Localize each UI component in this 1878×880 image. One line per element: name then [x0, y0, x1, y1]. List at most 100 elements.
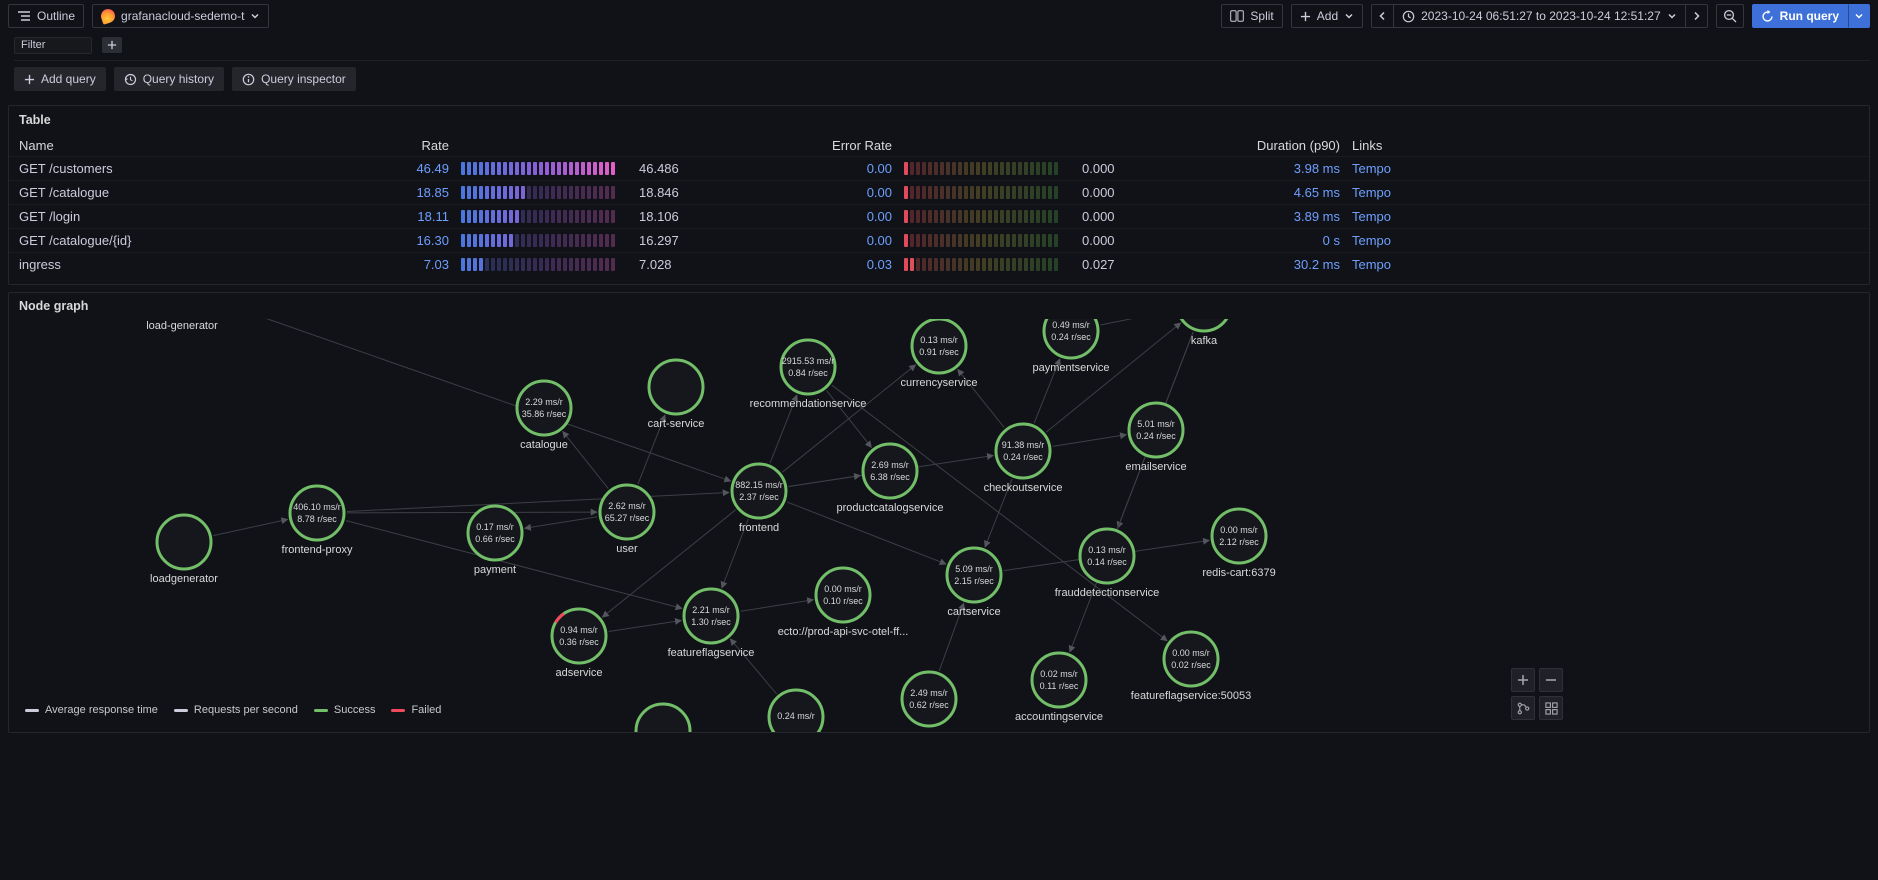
- error-rate-value: 0.00: [866, 185, 892, 200]
- graph-node[interactable]: 5.01 ms/r 0.24 r/sec emailservice: [1125, 403, 1186, 473]
- split-button[interactable]: Split: [1221, 4, 1283, 28]
- query-inspector-button[interactable]: Query inspector: [232, 67, 356, 91]
- rate-secondary-value: 7.028: [639, 257, 672, 272]
- chevron-down-icon: [1345, 13, 1353, 19]
- graph-zoom-in-button[interactable]: [1511, 668, 1535, 692]
- tempo-link[interactable]: Tempo: [1352, 161, 1392, 176]
- run-query-dropdown-button[interactable]: [1848, 4, 1870, 28]
- table-panel: Table Name Rate Error Rate Duration (p90…: [8, 105, 1870, 285]
- tempo-link[interactable]: Tempo: [1352, 257, 1392, 272]
- graph-node[interactable]: 2.62 ms/r 65.27 r/sec user: [600, 485, 654, 555]
- time-picker-group: 2023-10-24 06:51:27 to 2023-10-24 12:51:…: [1371, 4, 1708, 28]
- node-label: cartservice: [947, 606, 1001, 618]
- zoom-in-icon: [1518, 675, 1528, 685]
- node-graph-panel-header[interactable]: Node graph: [9, 293, 1869, 319]
- node-request-rate: 0.84 r/sec: [788, 367, 828, 378]
- time-shift-back-button[interactable]: [1371, 4, 1395, 28]
- graph-node[interactable]: 0.94 ms/r 0.36 r/sec adservice: [552, 609, 606, 679]
- graph-node[interactable]: cart-service: [648, 360, 705, 430]
- node-label: kafka: [1190, 335, 1218, 347]
- node-stats: 91.38 ms/r 0.24 r/sec: [996, 424, 1050, 478]
- node-request-rate: 35.86 r/sec: [521, 408, 567, 419]
- error-rate-value: 0.00: [866, 233, 892, 248]
- node-request-rate: 6.38 r/sec: [870, 471, 910, 482]
- node-request-rate: 0.91 r/sec: [919, 346, 959, 357]
- time-range-picker[interactable]: 2023-10-24 06:51:27 to 2023-10-24 12:51:…: [1393, 4, 1686, 28]
- graph-node[interactable]: [636, 704, 690, 732]
- legend-item[interactable]: Failed: [391, 704, 441, 716]
- query-actions: Add query Query history Query inspector: [14, 67, 1870, 91]
- graph-node[interactable]: 0.00 ms/r 0.10 r/sec ecto://prod-api-svc…: [778, 568, 909, 638]
- col-header-error-rate[interactable]: Error Rate: [832, 137, 892, 153]
- rate-gauge: [455, 210, 633, 223]
- legend-item[interactable]: Success: [313, 704, 375, 716]
- col-header-duration[interactable]: Duration (p90): [1256, 137, 1340, 153]
- split-icon: [1230, 10, 1245, 22]
- graph-node[interactable]: 2.21 ms/r 1.30 r/sec featureflagservice: [668, 589, 755, 659]
- legend-item[interactable]: Average response time: [25, 704, 158, 716]
- grid-layout-button[interactable]: [1539, 696, 1563, 720]
- table-panel-title: Table: [19, 113, 51, 127]
- graph-node[interactable]: 0.49 ms/r 0.24 r/sec paymentservice: [1032, 319, 1109, 374]
- add-query-button[interactable]: Add query: [14, 67, 106, 91]
- add-button[interactable]: Add: [1290, 4, 1364, 28]
- graph-node[interactable]: 0.13 ms/r 0.14 r/sec frauddetectionservi…: [1055, 529, 1160, 599]
- graph-node[interactable]: 406.10 ms/r 8.78 r/sec frontend-proxy: [282, 486, 353, 556]
- graph-layout-button[interactable]: [1511, 696, 1535, 720]
- add-filter-button[interactable]: [102, 37, 122, 53]
- legend-item[interactable]: Requests per second: [173, 704, 298, 716]
- node-request-rate: 0.11 r/sec: [1039, 680, 1079, 691]
- graph-node[interactable]: 2.49 ms/r 0.62 r/sec: [902, 672, 956, 726]
- graph-node[interactable]: 0.00 ms/r 0.02 r/sec featureflagservice:…: [1131, 632, 1251, 702]
- graph-node[interactable]: kafka: [1177, 319, 1231, 347]
- error-rate-value: 0.03: [866, 257, 892, 272]
- datasource-picker[interactable]: grafanacloud-sedemo-t: [92, 4, 270, 28]
- col-header-rate[interactable]: Rate: [421, 137, 449, 153]
- graph-canvas[interactable]: Average response time Requests per secon…: [9, 319, 1869, 732]
- table-panel-header[interactable]: Table: [9, 106, 1869, 134]
- node-avg-response: 882.15 ms/r: [735, 480, 783, 491]
- graph-node[interactable]: 0.02 ms/r 0.11 r/sec accountingservice: [1015, 653, 1103, 723]
- graph-node[interactable]: 0.13 ms/r 0.91 r/sec currencyservice: [900, 319, 977, 389]
- node-stats: 2.69 ms/r 6.38 r/sec: [863, 444, 917, 498]
- tempo-link[interactable]: Tempo: [1352, 233, 1392, 248]
- time-shift-forward-button[interactable]: [1684, 4, 1708, 28]
- node-avg-response: 406.10 ms/r: [293, 502, 341, 513]
- node-avg-response: 0.94 ms/r: [560, 625, 598, 636]
- graph-node[interactable]: 0.00 ms/r 2.12 r/sec redis-cart:6379: [1202, 509, 1275, 579]
- node-label: user: [616, 543, 638, 555]
- history-icon: [124, 73, 136, 85]
- graph-node[interactable]: loadgenerator: [150, 515, 218, 585]
- node-request-rate: 1.30 r/sec: [691, 616, 731, 627]
- node-label: frontend-proxy: [281, 544, 353, 556]
- node-request-rate: 0.24 r/sec: [1003, 451, 1043, 462]
- graph-zoom-out-button[interactable]: [1539, 668, 1563, 692]
- graph-node[interactable]: 5.09 ms/r 2.15 r/sec cartservice: [947, 548, 1001, 618]
- graph-node[interactable]: 0.24 ms/r: [769, 690, 823, 732]
- graph-node[interactable]: 0.17 ms/r 0.66 r/sec payment: [468, 506, 522, 576]
- node-avg-response: 0.24 ms/r: [777, 711, 815, 722]
- chevron-down-icon: [251, 13, 259, 19]
- tempo-link[interactable]: Tempo: [1352, 185, 1392, 200]
- filter-row: Filter: [14, 36, 1870, 54]
- col-header-name[interactable]: Name: [19, 137, 54, 153]
- graph-node[interactable]: 2.29 ms/r 35.86 r/sec catalogue: [517, 381, 571, 451]
- filter-label: Filter: [21, 39, 46, 51]
- graph-node[interactable]: 2.69 ms/r 6.38 r/sec productcatalogservi…: [836, 444, 943, 514]
- node-avg-response: 2.29 ms/r: [525, 397, 563, 408]
- filter-field[interactable]: Filter: [14, 36, 92, 54]
- rate-gauge: [455, 234, 633, 247]
- query-history-button[interactable]: Query history: [113, 67, 225, 91]
- chevron-down-icon: [1668, 13, 1676, 19]
- node-graph-panel-title: Node graph: [19, 299, 89, 313]
- error-secondary-value: 0.000: [1082, 185, 1115, 200]
- time-zoom-out-button[interactable]: [1715, 4, 1744, 28]
- graph-node[interactable]: 2915.53 ms/r 0.84 r/sec recommendationse…: [750, 340, 867, 410]
- graph-node[interactable]: 882.15 ms/r 2.37 r/sec frontend: [732, 464, 786, 534]
- node-label: paymentservice: [1032, 362, 1110, 374]
- col-header-links[interactable]: Links: [1352, 137, 1383, 153]
- outline-button[interactable]: Outline: [8, 4, 85, 28]
- run-query-button[interactable]: Run query: [1751, 4, 1848, 28]
- tempo-link[interactable]: Tempo: [1352, 209, 1392, 224]
- graph-node[interactable]: 91.38 ms/r 0.24 r/sec checkoutservice: [984, 424, 1063, 494]
